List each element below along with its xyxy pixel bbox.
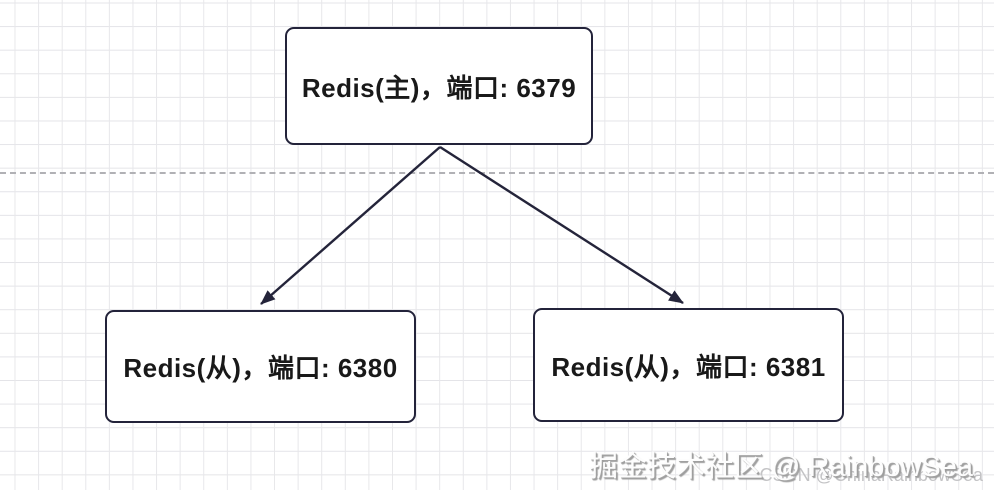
node-redis-master-label: Redis(主)，端口: 6379 [301,72,577,103]
edge-master-to-slave1 [260,146,441,305]
node-redis-slave-6380-label: Redis(从)，端口: 6380 [123,353,398,383]
page-break-line [0,172,994,174]
node-redis-slave-6381-label: Redis(从)，端口: 6381 [551,351,826,382]
watermark-csdn: CSDN @ChinaRainbowSea [759,465,983,485]
watermark-juejin: 掘金技术社区 @ RainbowSea [589,451,973,483]
node-redis-slave-6381: Redis(从)，端口: 6381 [533,308,844,422]
node-redis-slave-6380: Redis(从)，端口: 6380 [105,310,416,423]
node-redis-master: Redis(主)，端口: 6379 [285,27,593,145]
edge-master-to-slave2 [439,145,684,305]
